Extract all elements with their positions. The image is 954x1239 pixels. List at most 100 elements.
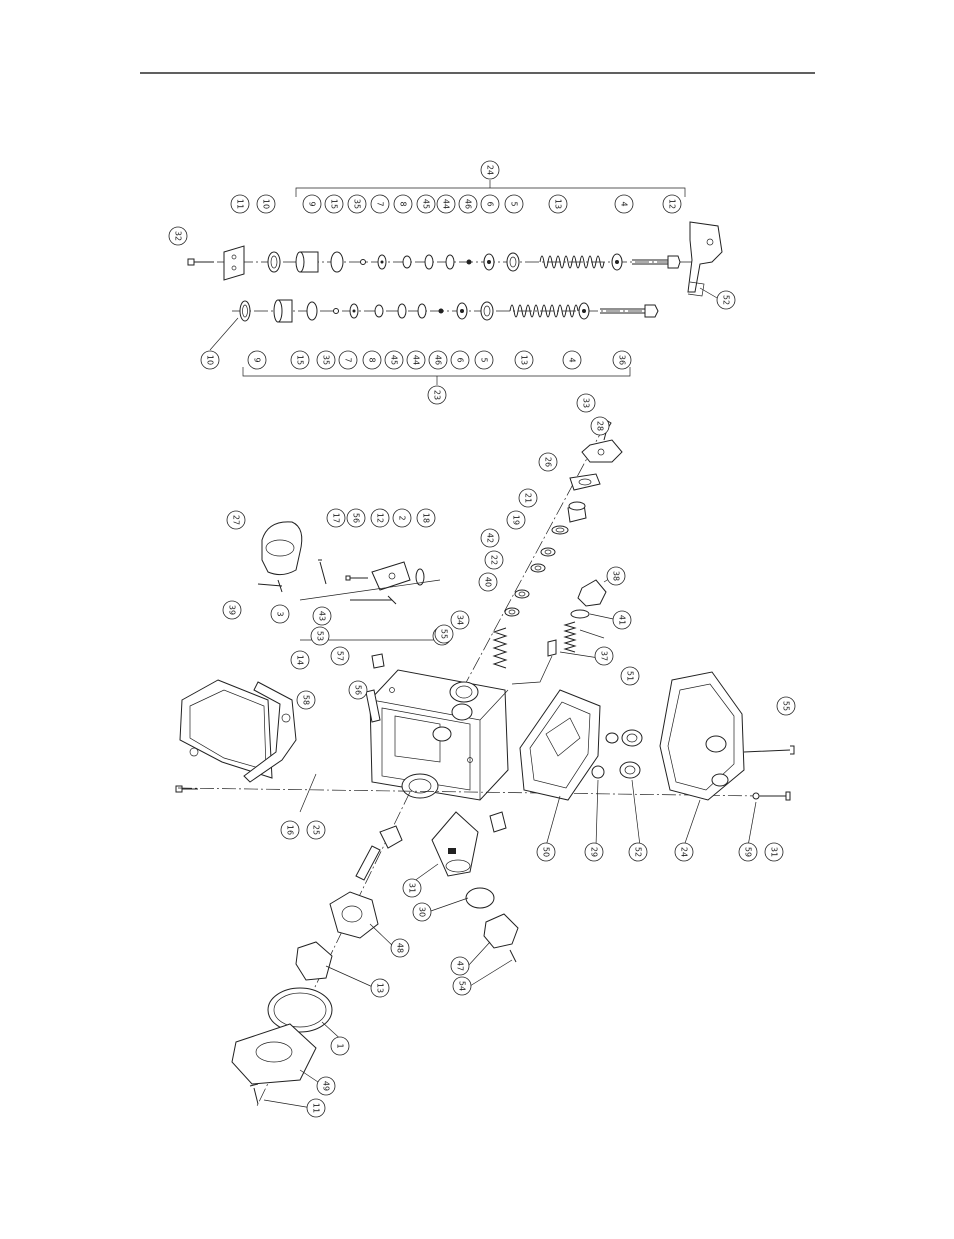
handle-parts bbox=[257, 521, 441, 641]
callout-bubble: 51 bbox=[620, 666, 640, 686]
callout-circle bbox=[270, 604, 290, 624]
callout-number: 48 bbox=[396, 943, 405, 953]
callout-circle bbox=[506, 510, 526, 530]
main-housing bbox=[351, 653, 509, 801]
callout-circle bbox=[614, 194, 634, 214]
callout-circle bbox=[606, 566, 626, 586]
callout-circle bbox=[428, 350, 448, 370]
callout-number: 54 bbox=[458, 981, 467, 991]
callout-bubble: 9 bbox=[302, 194, 322, 214]
callout-number: 14 bbox=[296, 655, 305, 665]
callout-number: 24 bbox=[680, 847, 689, 857]
callout-circle bbox=[776, 696, 796, 716]
callout-circle bbox=[562, 350, 582, 370]
callout-bubble: 55 bbox=[434, 624, 454, 644]
callout-number: 51 bbox=[626, 671, 635, 681]
callout-circle bbox=[427, 385, 447, 405]
callout-bubble: 40 bbox=[478, 572, 498, 592]
callout-circle bbox=[226, 510, 246, 530]
callout-circle bbox=[674, 842, 694, 862]
callout-circle bbox=[480, 194, 500, 214]
callout-number: 40 bbox=[484, 577, 493, 587]
callout-bubble: 13 bbox=[514, 350, 534, 370]
callout-circle bbox=[330, 1036, 350, 1056]
callout-circle bbox=[256, 194, 276, 214]
callout-bubble: 9 bbox=[247, 350, 267, 370]
callout-bubble: 12 bbox=[370, 508, 390, 528]
callout-number: 55 bbox=[782, 701, 791, 711]
callout-number: 26 bbox=[544, 457, 553, 467]
callout-number: 46 bbox=[464, 199, 473, 209]
callout-bubble: 5 bbox=[504, 194, 524, 214]
callout-circle bbox=[628, 842, 648, 862]
group-bracket-bottom bbox=[242, 367, 631, 385]
callout-number: 23 bbox=[433, 390, 442, 400]
callout-number: 35 bbox=[353, 199, 362, 209]
callout-bubble: 24 bbox=[480, 160, 500, 180]
callout-number: 27 bbox=[232, 515, 241, 525]
callout-bubble: 45 bbox=[384, 350, 404, 370]
callout-number: 30 bbox=[418, 907, 427, 917]
callout-number: 24 bbox=[486, 165, 495, 175]
callout-bubble: 10 bbox=[256, 194, 276, 214]
callout-circle bbox=[406, 350, 426, 370]
callout-number: 58 bbox=[302, 695, 311, 705]
callout-number: 33 bbox=[582, 398, 591, 408]
callout-number: 13 bbox=[520, 355, 529, 365]
callout-number: 13 bbox=[376, 983, 385, 993]
callout-bubble: 17 bbox=[326, 508, 346, 528]
callout-bubble: 7 bbox=[338, 350, 358, 370]
callout-number: 9 bbox=[253, 357, 262, 362]
callout-number: 19 bbox=[512, 515, 521, 525]
callout-bubble: 18 bbox=[416, 508, 436, 528]
callout-number: 7 bbox=[376, 201, 385, 206]
callout-bubble: 45 bbox=[416, 194, 436, 214]
callout-circle bbox=[514, 350, 534, 370]
callout-number: 31 bbox=[770, 847, 779, 857]
callout-bubble: 44 bbox=[436, 194, 456, 214]
callout-bubble: 38 bbox=[606, 566, 626, 586]
callout-number: 32 bbox=[174, 231, 183, 241]
callout-bubble: 33 bbox=[576, 393, 596, 413]
callout-circle bbox=[590, 416, 610, 436]
callout-bubble: 44 bbox=[406, 350, 426, 370]
callout-bubble: 15 bbox=[324, 194, 344, 214]
callout-bubble: 37 bbox=[594, 646, 614, 666]
callout-number: 9 bbox=[308, 201, 317, 206]
callout-number: 11 bbox=[312, 1103, 321, 1113]
callout-bubble: 26 bbox=[538, 452, 558, 472]
callout-number: 8 bbox=[368, 357, 377, 362]
callout-number: 36 bbox=[618, 355, 627, 365]
callout-number: 5 bbox=[480, 357, 489, 362]
callout-number: 4 bbox=[620, 201, 629, 206]
callout-circle bbox=[348, 680, 368, 700]
callout-number: 6 bbox=[456, 357, 465, 362]
callout-circle bbox=[612, 350, 632, 370]
callout-bubble: 30 bbox=[412, 902, 432, 922]
callout-circle bbox=[324, 194, 344, 214]
callout-circle bbox=[450, 610, 470, 630]
lower-parts bbox=[231, 791, 519, 1109]
callout-number: 12 bbox=[376, 513, 385, 523]
callout-bubble: 4 bbox=[614, 194, 634, 214]
callout-circle bbox=[316, 350, 336, 370]
callout-bubble: 52 bbox=[628, 842, 648, 862]
callout-bubble: 36 bbox=[612, 350, 632, 370]
callout-number: 46 bbox=[434, 355, 443, 365]
callout-bubble: 10 bbox=[200, 350, 220, 370]
callout-bubble: 11 bbox=[230, 194, 250, 214]
callout-bubble: 11 bbox=[306, 1098, 326, 1118]
callout-number: 5 bbox=[510, 201, 519, 206]
callout-number: 31 bbox=[408, 883, 417, 893]
callout-bubble: 49 bbox=[316, 1076, 336, 1096]
callout-bubble: 7 bbox=[370, 194, 390, 214]
callout-circle bbox=[584, 842, 604, 862]
callout-number: 35 bbox=[322, 355, 331, 365]
callout-bubble: 13 bbox=[370, 978, 390, 998]
callout-bubble: 31 bbox=[764, 842, 784, 862]
callout-circle bbox=[384, 350, 404, 370]
callout-bubble: 16 bbox=[280, 820, 300, 840]
group-bracket-top bbox=[295, 180, 686, 197]
callout-bubble: 23 bbox=[427, 385, 447, 405]
